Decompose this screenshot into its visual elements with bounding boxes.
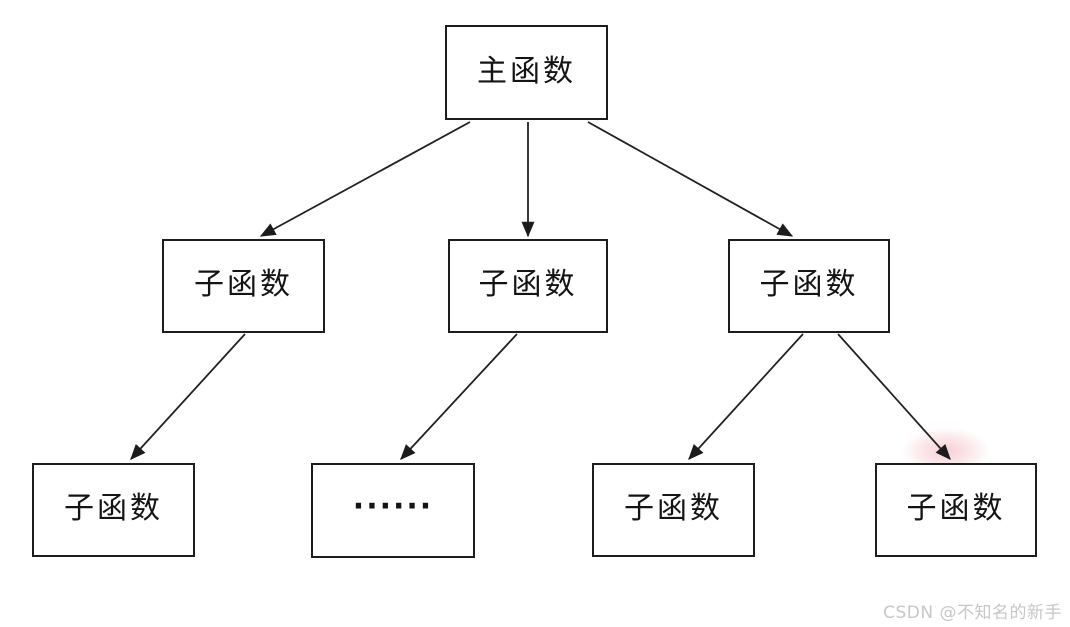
watermark: CSDN @不知名的新手 [883,603,1062,623]
arrow-sub3-to-leaf4 [837,333,951,460]
tree-node-main: 主函数 [445,25,608,120]
tree-node-sub1: 子函数 [162,239,325,333]
arrow-sub1-to-leaf1 [130,333,246,460]
arrow-sub3-to-leaf3 [688,333,804,460]
tree-node-leaf3: 子函数 [592,463,755,557]
tree-node-label: ······ [352,488,434,524]
tree-node-label: 子函数 [624,491,723,526]
tree-node-leaf1: 子函数 [32,463,195,557]
tree-node-label: 子函数 [478,267,578,302]
tree-node-label: 子函数 [759,267,859,302]
arrow-main-to-sub3 [587,121,794,237]
tree-node-label: 子函数 [194,267,293,302]
tree-node-sub3: 子函数 [728,239,890,333]
arrow-sub2-to-leaf2 [400,333,518,460]
tree-node-label: 主函数 [477,53,576,89]
tree-node-leaf2: ······ [311,463,475,558]
arrow-main-to-sub1 [259,121,471,237]
tree-node-sub2: 子函数 [448,239,608,333]
tree-node-label: 子函数 [906,491,1006,526]
tree-node-label: 子函数 [64,491,163,526]
tree-node-leaf4: 子函数 [875,463,1037,557]
